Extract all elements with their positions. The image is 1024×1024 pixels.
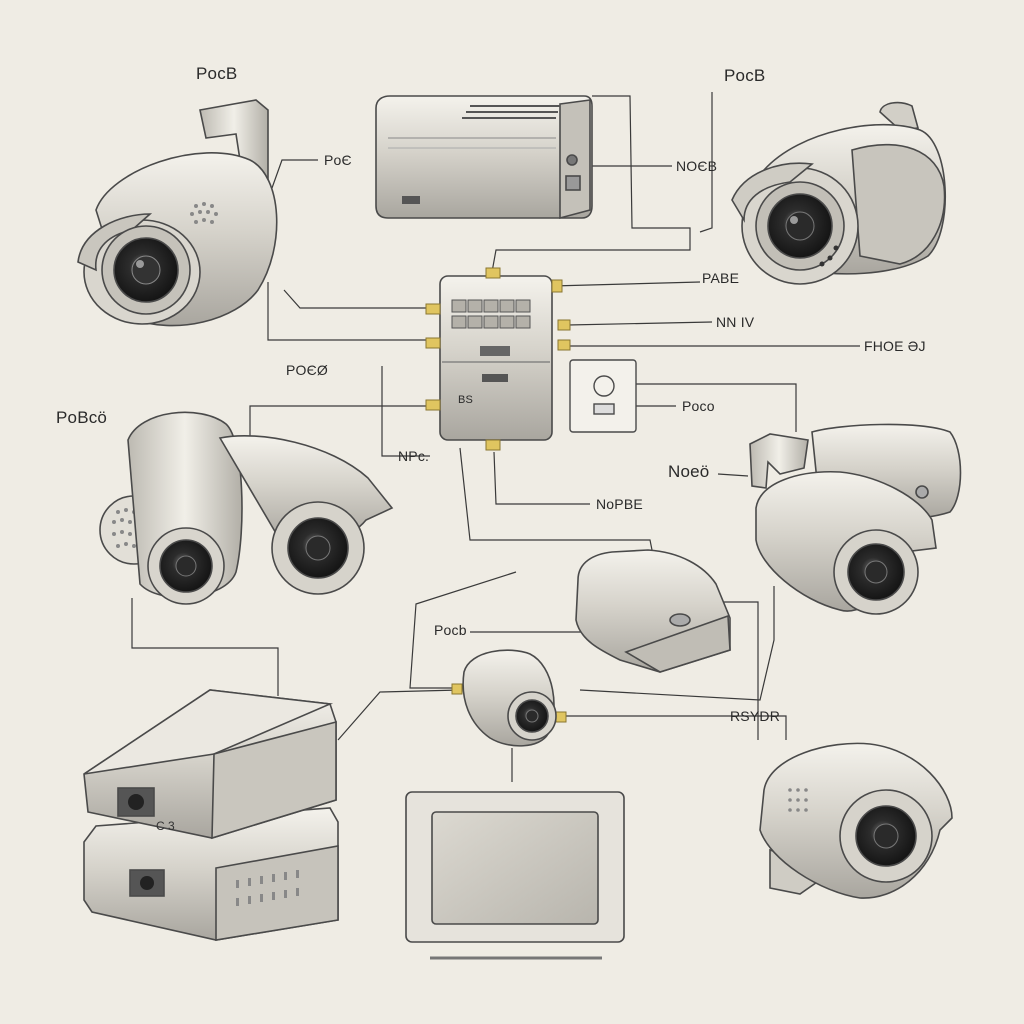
camera-top-left: [77, 99, 278, 327]
line-minicam-rsydr: [560, 715, 787, 740]
ethernet-ports: [451, 299, 531, 329]
speaker-grille-icon: [190, 202, 218, 224]
line-adapter-minicam: [409, 571, 517, 689]
line-switch-npc: [381, 366, 430, 457]
label-hub-right: Poco: [682, 398, 715, 414]
camera-mini: [451, 649, 567, 747]
power-adapter: [575, 549, 731, 673]
monitor: [405, 791, 625, 960]
label-left-side: PoBcö: [56, 408, 108, 427]
label-far-right: FHOE ƏJ: [864, 338, 926, 354]
line-left-cam-nvr: [131, 598, 279, 696]
line-adapter-rightcam: [722, 601, 759, 740]
line-switch-nopbe: [493, 451, 590, 505]
nvr-box-top: [375, 95, 593, 220]
line-nvr-minicam: [337, 689, 461, 741]
label-minicam-right: RSYDR: [730, 708, 781, 724]
label-switch-right-2: NN IV: [716, 314, 755, 330]
camera-right-middle: [749, 423, 962, 615]
label-adapter-left: Pocb: [434, 622, 467, 638]
label-top-left: PocB: [196, 64, 238, 83]
camera-left-dual: [99, 411, 394, 605]
line-rightcam-label: [717, 473, 749, 477]
line-left-cam-switch: [249, 405, 430, 438]
label-nvr-port: NOЄB: [676, 158, 718, 174]
line-cam1-label: [271, 159, 318, 189]
switch-badge: BS: [458, 394, 474, 406]
line-hub-rightcam: [636, 383, 797, 432]
svg-text:C 3: C 3: [156, 819, 175, 833]
poe-connectors: [425, 267, 571, 451]
poe-switch-central: [425, 267, 571, 451]
label-top-right: PocB: [724, 66, 766, 85]
line-rightcam-hub-2: [579, 586, 775, 701]
label-right-cam-port: Noeö: [668, 462, 710, 481]
label-switch-bottom: NoPBE: [596, 496, 643, 512]
hub-box: [569, 359, 637, 433]
line-cam1-switch: [267, 282, 432, 341]
line-cam1-switch-2: [283, 289, 428, 309]
nvr-stack: C 3: [83, 689, 339, 941]
label-cam1-port: PoЄ: [324, 152, 352, 168]
camera-bottom-right: [759, 742, 953, 899]
line-switch-nniv: [567, 321, 713, 326]
line-switch-pabe: [551, 281, 701, 287]
line-top-right: [699, 92, 713, 233]
camera-top-right: [731, 101, 947, 285]
label-switch-right-1: PABE: [702, 270, 740, 286]
label-switch-bottom-left: NPc.: [398, 448, 430, 464]
line-nvr-switch: [491, 95, 691, 273]
label-left-mid: POЄØ: [286, 362, 328, 378]
